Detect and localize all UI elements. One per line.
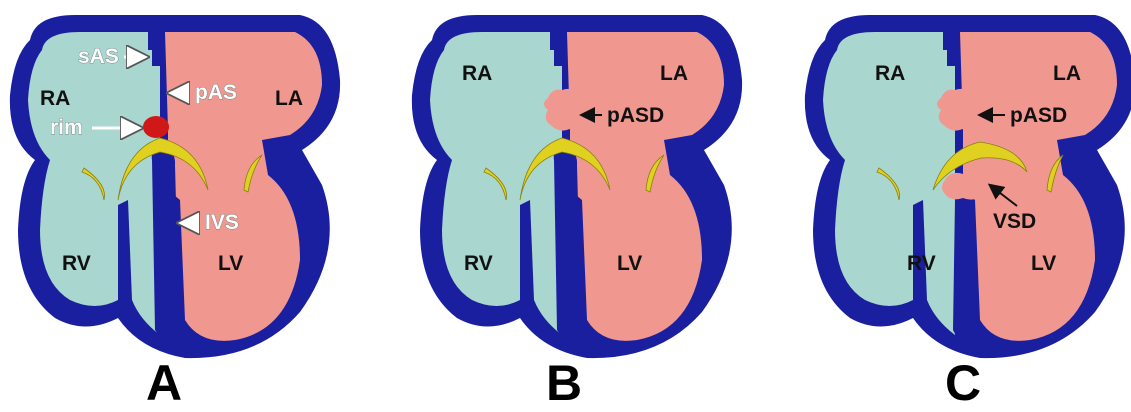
panel-b: RA LA RV LV pASD B bbox=[412, 15, 742, 411]
septum-primum-upper bbox=[562, 32, 567, 92]
label-ivs: IVS bbox=[205, 211, 239, 234]
septum-primum bbox=[160, 32, 165, 122]
label-rim: rim bbox=[50, 116, 83, 139]
label-lv: LV bbox=[1031, 252, 1056, 275]
primum-asd-defect bbox=[937, 89, 976, 131]
label-lv: LV bbox=[218, 252, 243, 275]
label-ra: RA bbox=[875, 62, 905, 85]
label-la: LA bbox=[275, 87, 303, 110]
panel-letter-a: A bbox=[146, 355, 182, 411]
label-pasd: pASD bbox=[607, 104, 664, 127]
label-rv: RV bbox=[62, 252, 91, 275]
label-la: LA bbox=[1053, 62, 1081, 85]
label-ra: RA bbox=[462, 62, 492, 85]
rim-tissue bbox=[143, 116, 169, 138]
primum-asd-defect bbox=[544, 89, 583, 131]
panel-letter-c: C bbox=[945, 355, 981, 411]
septum-primum-upper bbox=[955, 32, 960, 92]
label-lv: LV bbox=[617, 252, 642, 275]
label-rv: RV bbox=[907, 252, 936, 275]
interventricular-septum bbox=[953, 190, 975, 350]
label-ra: RA bbox=[40, 87, 70, 110]
label-pasd: pASD bbox=[1010, 104, 1067, 127]
label-sas: sAS bbox=[78, 45, 119, 68]
label-rv: RV bbox=[464, 252, 493, 275]
panel-letter-b: B bbox=[546, 355, 582, 411]
label-pas: pAS bbox=[195, 81, 237, 104]
label-vsd: VSD bbox=[993, 210, 1036, 233]
panel-a: RA LA RV LV sAS pAS rim IVS A bbox=[10, 15, 340, 411]
panel-c: RA LA RV LV pASD VSD C bbox=[805, 15, 1131, 411]
label-la: LA bbox=[660, 62, 688, 85]
